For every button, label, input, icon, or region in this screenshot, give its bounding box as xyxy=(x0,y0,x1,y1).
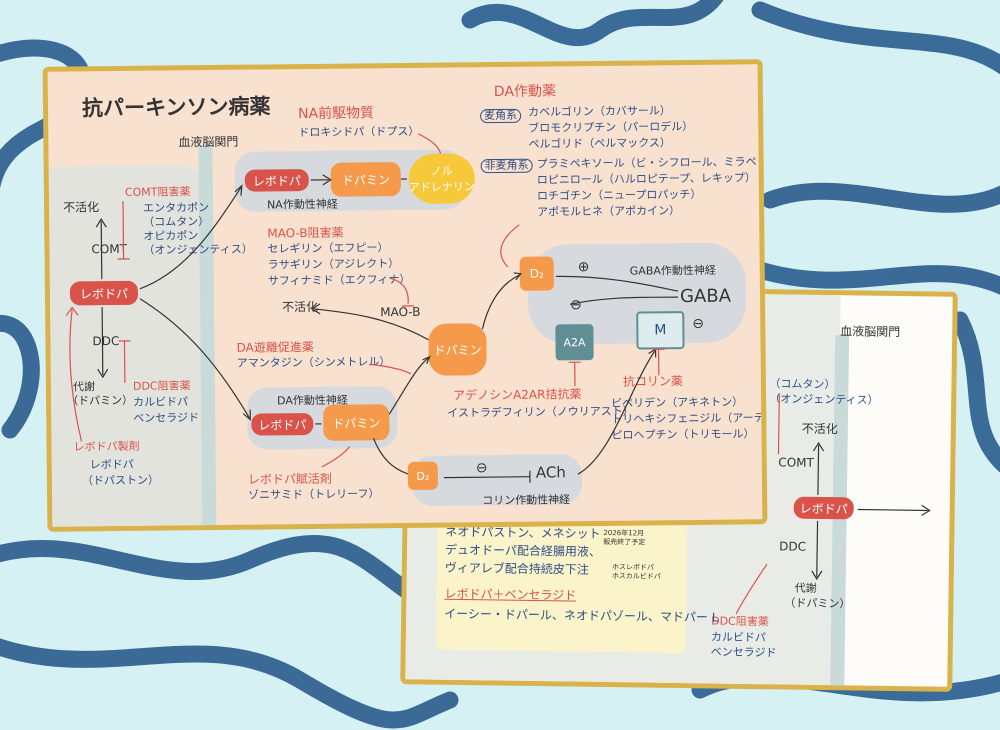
back-arrow-right xyxy=(857,508,928,512)
arrowhead xyxy=(97,368,109,379)
front-card: 抗パーキンソン病薬 血液脳関門 不活化 COMT COMT阻害薬 エンタカポン … xyxy=(42,59,768,532)
arrow-d2-gaba xyxy=(555,275,679,292)
arrowhead xyxy=(322,174,332,186)
arrow-to-cholinergic xyxy=(372,438,409,475)
line-a2a-gaba xyxy=(569,296,679,305)
arrow-to-na-neuron xyxy=(139,187,242,290)
arrow-to-d2 xyxy=(481,274,521,330)
line-d2-ach xyxy=(443,476,530,479)
back-card: 血液脳関門 （コムタン） （オンジェンティス） 不活化 COMT レボドパ DD… xyxy=(400,284,958,692)
comt-inhibit-line xyxy=(122,200,125,259)
arrowhead xyxy=(422,355,431,365)
back-inhibit-line xyxy=(735,563,768,615)
back-arrow-up xyxy=(817,444,820,495)
back-arrowhead xyxy=(921,504,931,516)
da-release-arrow xyxy=(370,363,412,375)
arrowhead xyxy=(65,306,79,316)
pathway-arrows xyxy=(65,133,679,483)
arrowhead xyxy=(513,272,522,281)
arrowhead xyxy=(234,184,243,196)
arrow-to-metabolism xyxy=(101,307,104,376)
back-arrowhead xyxy=(813,441,825,452)
arrowhead xyxy=(95,218,107,228)
enhancer-arrow xyxy=(321,446,351,468)
arrow-to-center-dopamine xyxy=(388,357,430,415)
arrow-to-maob xyxy=(314,308,429,341)
precursor-arrow xyxy=(418,133,442,154)
agonist-arrow xyxy=(500,224,520,268)
arrow-ach-m xyxy=(577,351,656,475)
arrow-to-da-neuron xyxy=(139,298,250,418)
back-arrow-down xyxy=(816,520,819,577)
back-inhibit-line xyxy=(777,394,780,455)
levodopa-prep-arrow xyxy=(69,309,83,442)
back-arrows xyxy=(735,394,931,615)
back-arrowhead xyxy=(811,570,823,581)
arrow-to-inactive xyxy=(100,221,103,280)
maob-inhibit-line xyxy=(389,277,409,305)
arrowhead xyxy=(242,409,251,421)
arrowhead xyxy=(311,303,321,315)
